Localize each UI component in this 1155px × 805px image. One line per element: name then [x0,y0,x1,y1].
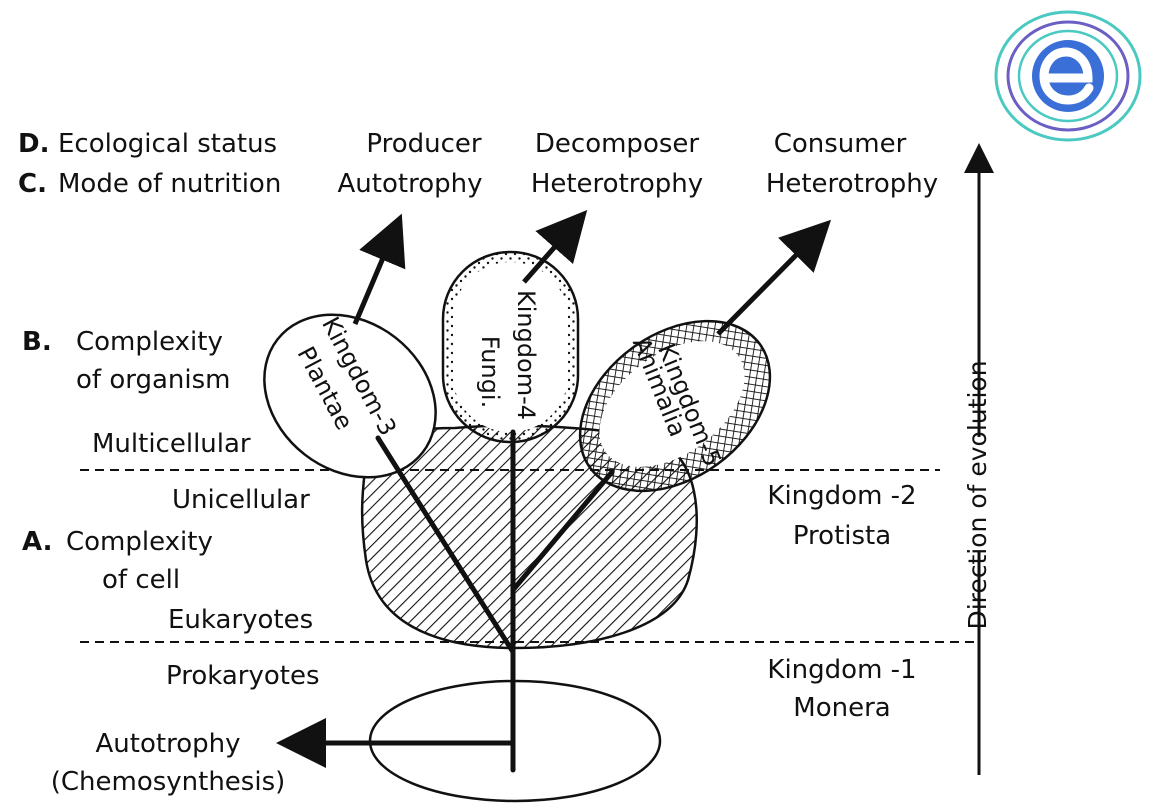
consumer-label: Consumer [774,129,907,159]
plantae-oval [263,313,437,479]
kingdom-1-label: Kingdom -1 [767,655,916,685]
level-a-letter: A. [22,527,52,557]
level-a-line1: Complexity [66,527,213,557]
unicellular-label: Unicellular [172,485,310,515]
level-b-letter: B. [22,327,52,357]
level-b-line1: Complexity [76,327,223,357]
decomposer-nutrition-label: Heterotrophy [531,169,703,199]
protista-label: Protista [793,521,891,551]
animalia-arrow [716,219,832,336]
multicellular-label: Multicellular [92,429,251,459]
fungi-arrow [522,209,588,284]
consumer-nutrition-label: Heterotrophy [766,169,938,199]
level-d-text: Ecological status [58,129,277,159]
plantae-arrow [352,213,406,325]
level-d-letter: D. [18,129,49,159]
e-logo-icon [994,10,1142,142]
evolution-axis-label: Direction of evolution [963,360,992,629]
decomposer-label: Decomposer [535,129,699,159]
monera-label: Monera [793,693,890,723]
producer-label: Producer [366,129,482,159]
fungi-oval-inner [453,262,568,432]
autotrophy-label: Autotrophy [338,169,483,199]
level-c-text: Mode of nutrition [58,169,281,199]
evolution-branches [375,429,615,773]
kingdom-4-label: Kingdom-4 [512,290,540,420]
kingdom-2-label: Kingdom -2 [767,481,916,511]
chemosynthesis-label: (Chemosynthesis) [51,767,286,797]
level-b-line2: of organism [76,365,230,395]
level-c-letter: C. [18,169,47,199]
chemo-autotrophy-label: Autotrophy [96,729,241,759]
prokaryotes-label: Prokaryotes [166,661,320,691]
fungi-label: Fungi. [476,336,504,408]
level-a-line2: of cell [102,565,180,595]
animalia-oval-inner [599,341,745,467]
eukaryotes-label: Eukaryotes [168,605,313,635]
